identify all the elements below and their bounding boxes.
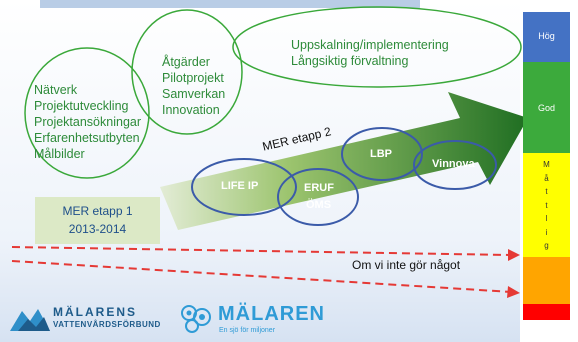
life-ip-ellipse: [191, 158, 297, 216]
scale-good: [523, 62, 570, 153]
scale-moderate-letter: t: [545, 187, 548, 196]
cluster-right-item-2: Långsiktig förvaltning: [291, 54, 409, 68]
scale-bad: [523, 304, 570, 320]
malaren-logo-icon: [181, 305, 211, 333]
cluster-left-item-4: Erfarenhetsutbyten: [34, 131, 140, 145]
project-vinnova: Vinnova: [432, 158, 475, 170]
cluster-left-item-2: Projektutveckling: [34, 99, 129, 113]
cluster-right-item-1: Uppskalning/implementering: [291, 38, 449, 52]
stage1-line2: 2013-2014: [68, 222, 127, 236]
vinnova-ellipse: [413, 140, 497, 190]
cluster-left-item-5: Målbilder: [34, 147, 85, 161]
baseline-arrow-upper: [11, 246, 513, 256]
baseline-label: Om vi inte gör något: [352, 258, 461, 272]
scale-moderate: [523, 153, 570, 257]
stage1-box: [35, 197, 160, 244]
scale-good-label: God: [537, 103, 555, 113]
scale-moderate-letter: l: [545, 214, 548, 223]
cluster-left-item-3: Projektansökningar: [34, 115, 142, 129]
logo-right-main: MÄLAREN: [218, 303, 325, 325]
cluster-right-ellipse: [232, 6, 522, 88]
scale-poor: [523, 257, 570, 304]
scale-high: [523, 12, 570, 62]
cluster-middle-item-2: Pilotprojekt: [162, 71, 224, 85]
scale-moderate-label: M å t t l i g: [523, 158, 570, 253]
project-eruf: ERUF: [304, 182, 334, 194]
stage1-line1: MER etapp 1: [62, 204, 133, 218]
logo-left-line2: VATTENVÅRDSFÖRBUND: [53, 320, 161, 329]
top-strip: [40, 0, 420, 8]
lbp-ellipse: [341, 127, 423, 181]
baseline-arrowhead-upper: [508, 249, 520, 261]
project-oms: ÖMS: [306, 199, 332, 211]
baseline-arrow-lower: [11, 260, 513, 293]
project-life-ip: LIFE IP: [221, 180, 259, 192]
cluster-middle-item-1: Åtgärder: [162, 55, 210, 69]
logo-left-line1: MÄLARENS: [53, 305, 137, 319]
cluster-left-ellipse: [24, 47, 150, 179]
project-lbp: LBP: [370, 148, 392, 160]
scale-moderate-letter: g: [544, 241, 549, 250]
cluster-middle-ellipse: [131, 9, 243, 135]
scale-moderate-letter: å: [544, 173, 549, 183]
scale-moderate-letter: i: [545, 227, 548, 237]
malarens-logo-icon: [10, 309, 50, 331]
eruf-oms-ellipse: [277, 168, 359, 226]
cluster-middle-item-3: Samverkan: [162, 87, 226, 101]
scale-high-label: Hög: [538, 31, 555, 41]
scale-moderate-letter: t: [545, 200, 548, 210]
scale-moderate-letter: M: [543, 160, 550, 169]
cluster-middle-item-4: Innovation: [162, 103, 220, 117]
baseline-arrowhead-lower: [507, 286, 520, 298]
logo-right-sub: En sjö för miljoner: [219, 327, 276, 334]
cluster-left-item-1: Nätverk: [34, 83, 78, 97]
